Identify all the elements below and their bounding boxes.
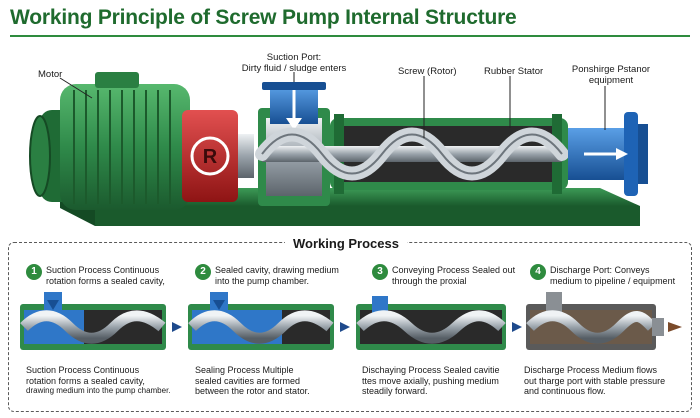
coupling-logo-icon: R bbox=[203, 146, 218, 168]
step-3-badge: 3 bbox=[372, 264, 388, 280]
step-2-badge: 2 bbox=[195, 264, 211, 280]
suction-port-label-line2: Dirty fluid / sludge enters bbox=[241, 63, 347, 74]
step-2-description: Sealing Process Multiple sealed cavities… bbox=[195, 365, 355, 397]
step-1-diagram bbox=[20, 292, 166, 350]
step-1-badge: 1 bbox=[26, 264, 42, 280]
step-2-desc-line1: Sealing Process Multiple bbox=[195, 365, 294, 375]
step-4-title: Discharge Port: Conveys medium to pipeli… bbox=[550, 265, 676, 286]
callout-lines bbox=[59, 72, 606, 138]
step-2-desc-line3: between the rotor and stator. bbox=[195, 386, 310, 396]
step-2-diagram bbox=[188, 292, 334, 350]
step-arrow-1-icon bbox=[172, 322, 182, 332]
step-arrow-2-icon bbox=[340, 322, 350, 332]
step-3-desc-line1: Dischaying Process Sealed cavitie bbox=[362, 365, 500, 375]
step-3-desc-line2: ttes move axially, pushing medium bbox=[362, 375, 499, 386]
title-rule bbox=[10, 35, 690, 37]
step-2-title: Sealed cavity, drawing medium into the p… bbox=[215, 265, 339, 286]
step-illustrations bbox=[20, 292, 682, 350]
motor bbox=[29, 72, 190, 210]
pump-illustration: R bbox=[29, 72, 648, 226]
page-title: Working Principle of Screw Pump Internal… bbox=[10, 6, 517, 29]
step-4-badge: 4 bbox=[530, 264, 546, 280]
step-3-description: Dischaying Process Sealed cavitie ttes m… bbox=[362, 365, 522, 397]
screw-rotor-label: Screw (Rotor) bbox=[398, 66, 457, 77]
step-3-diagram bbox=[356, 296, 506, 350]
discharge-label-line2: equipment bbox=[588, 75, 634, 86]
step-1-desc-line2: rotation forms a sealed cavity, bbox=[26, 375, 145, 386]
motor-label: Motor bbox=[38, 69, 63, 80]
working-process-heading: Working Process bbox=[285, 236, 407, 251]
coupling-housing: R bbox=[182, 110, 254, 202]
step-4-desc-line1: Discharge Process Medium flows bbox=[524, 365, 658, 375]
step-2-desc-line2: sealed cavities are formed bbox=[195, 375, 301, 386]
step-1-desc-line1: Suction Process Continuous bbox=[26, 365, 140, 375]
discharge-label-line1: Ponshirge Pstanor bbox=[571, 64, 651, 75]
step-1-title: Suction Process Continuous rotation form… bbox=[46, 265, 165, 286]
step-4-diagram bbox=[526, 292, 682, 350]
suction-port-label: Suction Port: Dirty fluid / sludge enter… bbox=[238, 52, 350, 74]
discharge-port bbox=[568, 112, 648, 196]
step-arrow-3-icon bbox=[512, 322, 522, 332]
rubber-stator-label: Rubber Stator bbox=[484, 66, 544, 77]
step-4-desc-line3: and continuous flow. bbox=[524, 386, 606, 396]
discharge-label: Ponshirge Pstanor equipment bbox=[568, 64, 654, 86]
suction-port-label-line1: Suction Port: bbox=[266, 52, 322, 63]
step-3-title: Conveying Process Sealed out through the… bbox=[392, 265, 516, 286]
step-4-desc-line2: out tharge port with stable pressure bbox=[524, 375, 666, 386]
step-1-description: Suction Process Continuous rotation form… bbox=[26, 365, 186, 397]
screw-rotor bbox=[255, 127, 569, 181]
step-1-desc-line3: drawing medium into the pump chamber. bbox=[26, 386, 171, 395]
step-3-desc-line3: steadily forward. bbox=[362, 386, 428, 396]
discharge-flow-arrow-icon bbox=[668, 322, 682, 332]
step-4-description: Discharge Process Medium flows out tharg… bbox=[524, 365, 684, 397]
